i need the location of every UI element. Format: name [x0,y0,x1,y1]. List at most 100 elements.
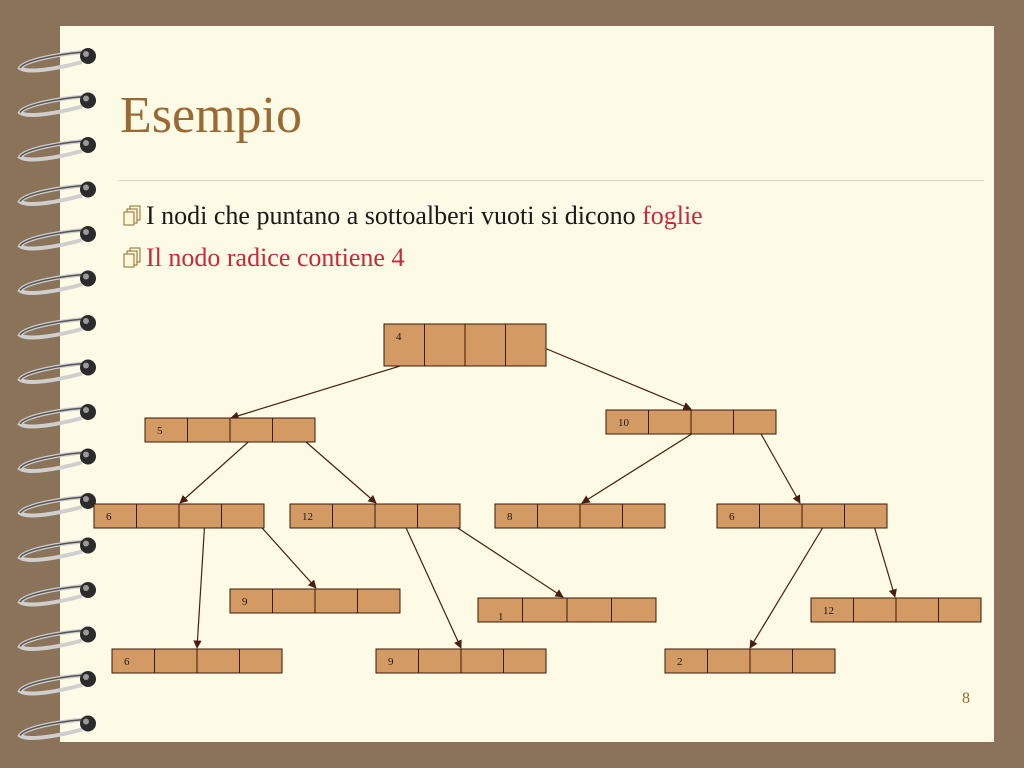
bullet-foglie: I nodi che puntano a sottoalberi vuoti s… [122,203,703,229]
node-cell [424,323,466,367]
tree-node-root: 4 [383,323,547,367]
node-cell [136,503,180,529]
bullet-highlight: Il nodo radice contiene 4 [146,243,405,272]
node-cell [792,648,836,674]
tree-node-n10: 10 [605,409,777,435]
tree-edge-n6b-n2 [749,518,829,649]
node-key-label: 1 [498,611,504,623]
spiral-binding [17,48,96,740]
spiral-ring-icon [17,582,96,607]
spiral-ring-icon [17,92,96,117]
node-key-label: 12 [823,605,834,617]
node-cell [196,648,240,674]
spiral-ring-icon [17,671,96,696]
node-cell [144,417,188,443]
spiral-ring-icon [17,715,96,740]
tree-node-n6b: 6 [716,503,888,529]
node-key-label: 8 [507,511,513,523]
node-cell [418,648,462,674]
node-cell [733,409,777,435]
slide-paper [60,26,994,742]
node-cell [707,648,751,674]
tree-edge-n5-n12a [297,434,377,504]
spiral-ring-icon [17,181,96,206]
bullet-highlight: foglie [642,201,703,230]
node-key-label: 6 [106,511,112,523]
node-cell [494,503,538,529]
node-cell [844,503,888,529]
spiral-ring-icon [17,626,96,651]
spiral-ring-icon [17,537,96,562]
node-key-label: 6 [124,656,130,668]
node-cell [566,597,612,623]
bullet-radice: Il nodo radice contiene 4 [122,245,404,271]
node-cell [622,503,666,529]
spiral-ring-icon [17,404,96,429]
node-cell [154,648,198,674]
node-cell [111,648,155,674]
node-cell [187,417,231,443]
node-cell [375,648,419,674]
tree-edge-root-n10 [529,341,692,410]
node-cell [464,323,506,367]
node-cell [648,409,692,435]
spiral-ring-icon [17,315,96,340]
tree-edge-n6a-n6c [193,518,206,649]
node-cell [690,409,734,435]
tree-node-n12a: 12 [289,503,461,529]
node-cell [895,597,939,623]
tree-node-n9a: 9 [229,588,401,614]
node-key-label: 5 [157,425,163,437]
node-cell [522,597,568,623]
node-cell [383,323,425,367]
tree-node-n1: 1 [477,597,657,623]
node-cell [93,503,137,529]
node-cell [272,417,316,443]
node-key-label: 9 [388,656,394,668]
node-cell [314,588,358,614]
node-cell [938,597,982,623]
tree-edge-n5-n6a [179,434,257,504]
node-cell [221,503,265,529]
node-cell [229,417,273,443]
stacked-pages-icon [123,247,141,268]
stacked-pages-icon [123,205,141,226]
tree-edge-n12a-n1 [443,518,564,598]
node-cell [537,503,581,529]
node-cell [664,648,708,674]
tree-edge-n6b-n12b [871,518,897,598]
tree-node-n6a: 6 [93,503,265,529]
node-cell [417,503,461,529]
node-cell [460,648,504,674]
bullet-text: I nodi che puntano a sottoalberi vuoti s… [146,201,643,230]
node-cell [611,597,657,623]
spiral-ring-icon [17,270,96,295]
node-key-label: 2 [677,656,683,668]
node-cell [374,503,418,529]
tree-node-n8: 8 [494,503,666,529]
node-key-label: 9 [242,596,248,608]
tree-node-n2: 2 [664,648,836,674]
node-cell [272,588,316,614]
node-key-label: 12 [302,511,313,523]
tree-node-n5: 5 [144,417,316,443]
tree-node-n6c: 6 [111,648,283,674]
title-divider [118,180,984,181]
node-key-label: 4 [396,331,402,343]
node-cell [357,588,401,614]
spiral-ring-icon [17,359,96,384]
node-cell [759,503,803,529]
node-cell [178,503,222,529]
node-cell [503,648,547,674]
tree-node-n12b: 12 [810,597,982,623]
node-cell [749,648,793,674]
spiral-ring-icon [17,493,96,518]
spiral-ring-icon [17,137,96,162]
node-key-label: 10 [618,417,630,429]
node-cell [579,503,623,529]
node-cell [801,503,845,529]
node-cell [605,409,649,435]
node-cell [332,503,376,529]
spiral-ring-icon [17,48,96,73]
